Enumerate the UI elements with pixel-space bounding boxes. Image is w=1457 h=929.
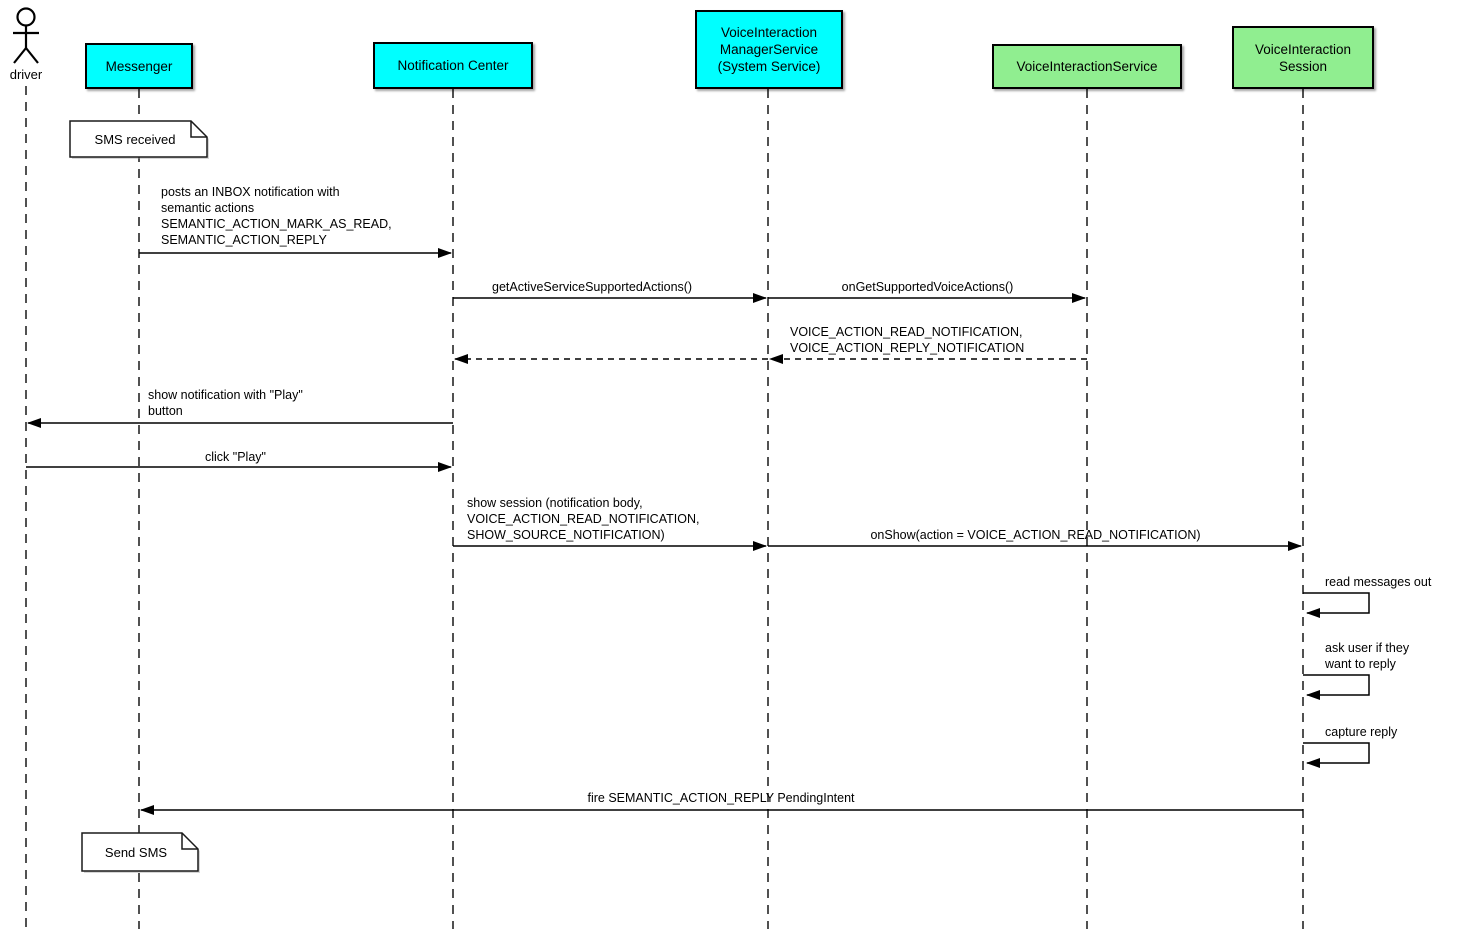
message-label-on-get-supported-voice-actions: onGetSupportedVoiceActions() [841, 280, 1014, 294]
note-label-send-sms: Send SMS [104, 844, 168, 860]
note-fold-icon [190, 121, 207, 138]
actor-label-driver: driver [9, 67, 43, 82]
actor-figure [13, 7, 39, 64]
message-label-on-show: onShow(action = VOICE_ACTION_READ_NOTIFI… [870, 528, 1201, 542]
message-label-posts-inbox-notification: posts an INBOX notification with semanti… [161, 185, 392, 247]
self-loop-read-messages-out [1303, 592, 1370, 618]
message-label-read-messages-out: read messages out [1325, 575, 1432, 589]
note-fold-icon [181, 833, 198, 850]
participant-notification-center: Notification Center [373, 42, 533, 89]
message-label-show-session: show session (notification body, VOICE_A… [467, 496, 700, 542]
note-shape-send-sms [81, 832, 200, 873]
self-loop-ask-user-reply [1303, 674, 1370, 700]
self-loop-capture-reply [1303, 742, 1370, 768]
participant-voice-interaction-service: VoiceInteractionService [992, 44, 1182, 89]
message-label-show-notification-play: show notification with "Play" button [148, 388, 303, 418]
message-label-capture-reply: capture reply [1325, 725, 1398, 739]
message-label-fire-pending-intent: fire SEMANTIC_ACTION_REPLY PendingIntent [587, 791, 855, 805]
participant-voice-interaction-session: VoiceInteraction Session [1232, 26, 1374, 89]
message-label-get-active-service-supported-actions: getActiveServiceSupportedActions() [492, 280, 693, 294]
participant-voice-interaction-manager-service: VoiceInteraction ManagerService (System … [695, 10, 843, 89]
note-shape-sms-received [69, 120, 209, 159]
participant-messenger: Messenger [85, 43, 193, 89]
message-label-supported-voice-actions-return: VOICE_ACTION_READ_NOTIFICATION, VOICE_AC… [790, 325, 1025, 355]
message-label-click-play: click "Play" [205, 450, 266, 464]
message-label-ask-user-reply: ask user if they want to reply [1325, 641, 1410, 671]
note-label-sms-received: SMS received [94, 131, 176, 147]
